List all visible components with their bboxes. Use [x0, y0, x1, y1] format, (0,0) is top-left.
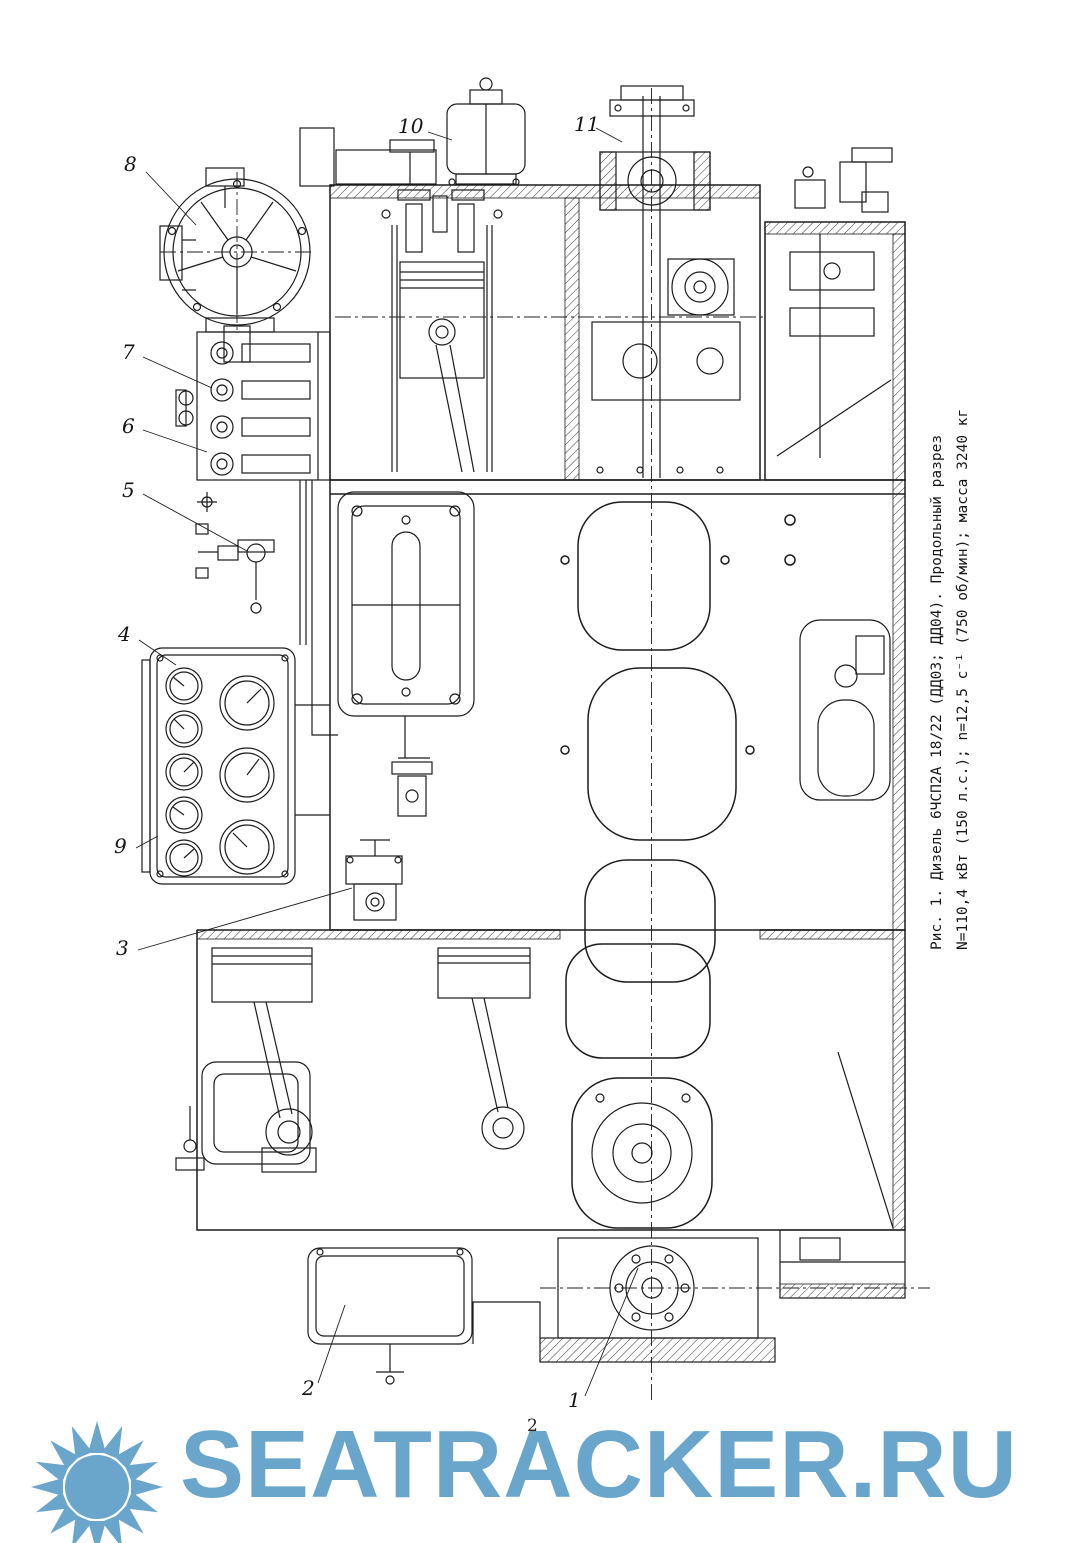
- part-label-7: 7: [122, 340, 135, 364]
- part-label-4: 4: [118, 622, 131, 646]
- part-label-5: 5: [122, 478, 135, 502]
- engine-mounting-foot: [779, 1229, 906, 1299]
- leader-lines: [135, 127, 639, 1397]
- figure-caption: Рис. 1. Дизель 6ЧСП2А 18/22 (ДД03; ДД04)…: [924, 409, 976, 950]
- watermark-sun-icon: [31, 1421, 163, 1543]
- engine-casing-outline: [196, 184, 906, 1231]
- instrument-panel: [141, 647, 330, 885]
- oil-sump: [307, 1247, 541, 1385]
- figure-caption-line1: Рис. 1. Дизель 6ЧСП2А 18/22 (ДД03; ДД04)…: [929, 434, 945, 950]
- frame-upper-interior: [776, 147, 893, 458]
- part-label-6: 6: [122, 414, 135, 438]
- lower-crankcase-assembly: [175, 943, 894, 1229]
- cylinder-piston-assembly: [381, 189, 503, 473]
- piping-and-valves: [195, 480, 433, 817]
- centerlines: [160, 88, 930, 1402]
- part-label-9: 9: [114, 834, 127, 858]
- part-label-8: 8: [124, 152, 137, 176]
- fuel-priming-pump: [345, 839, 403, 921]
- cylinder-head-top: [299, 77, 526, 187]
- figure-caption-line2: N=110,4 кВт (150 л.с.); n=12,5 с⁻¹ (750 …: [955, 408, 971, 950]
- page-number: 2: [527, 1416, 538, 1436]
- fuel-injection-pumps: [175, 331, 331, 481]
- part-label-3: 3: [116, 936, 129, 960]
- part-label-11: 11: [574, 112, 600, 136]
- crankcase-openings: [560, 501, 796, 983]
- camshaft-gear-train: [591, 85, 741, 478]
- part-label-10: 10: [398, 114, 424, 138]
- part-label-2: 2: [302, 1376, 315, 1400]
- part-label-1: 1: [568, 1388, 581, 1412]
- watermark-text: SEATRACKER.RU: [180, 1411, 1018, 1518]
- flywheel: [159, 167, 311, 363]
- frame-lower-tank: [799, 619, 891, 801]
- oil-cooler-unit: [337, 491, 475, 717]
